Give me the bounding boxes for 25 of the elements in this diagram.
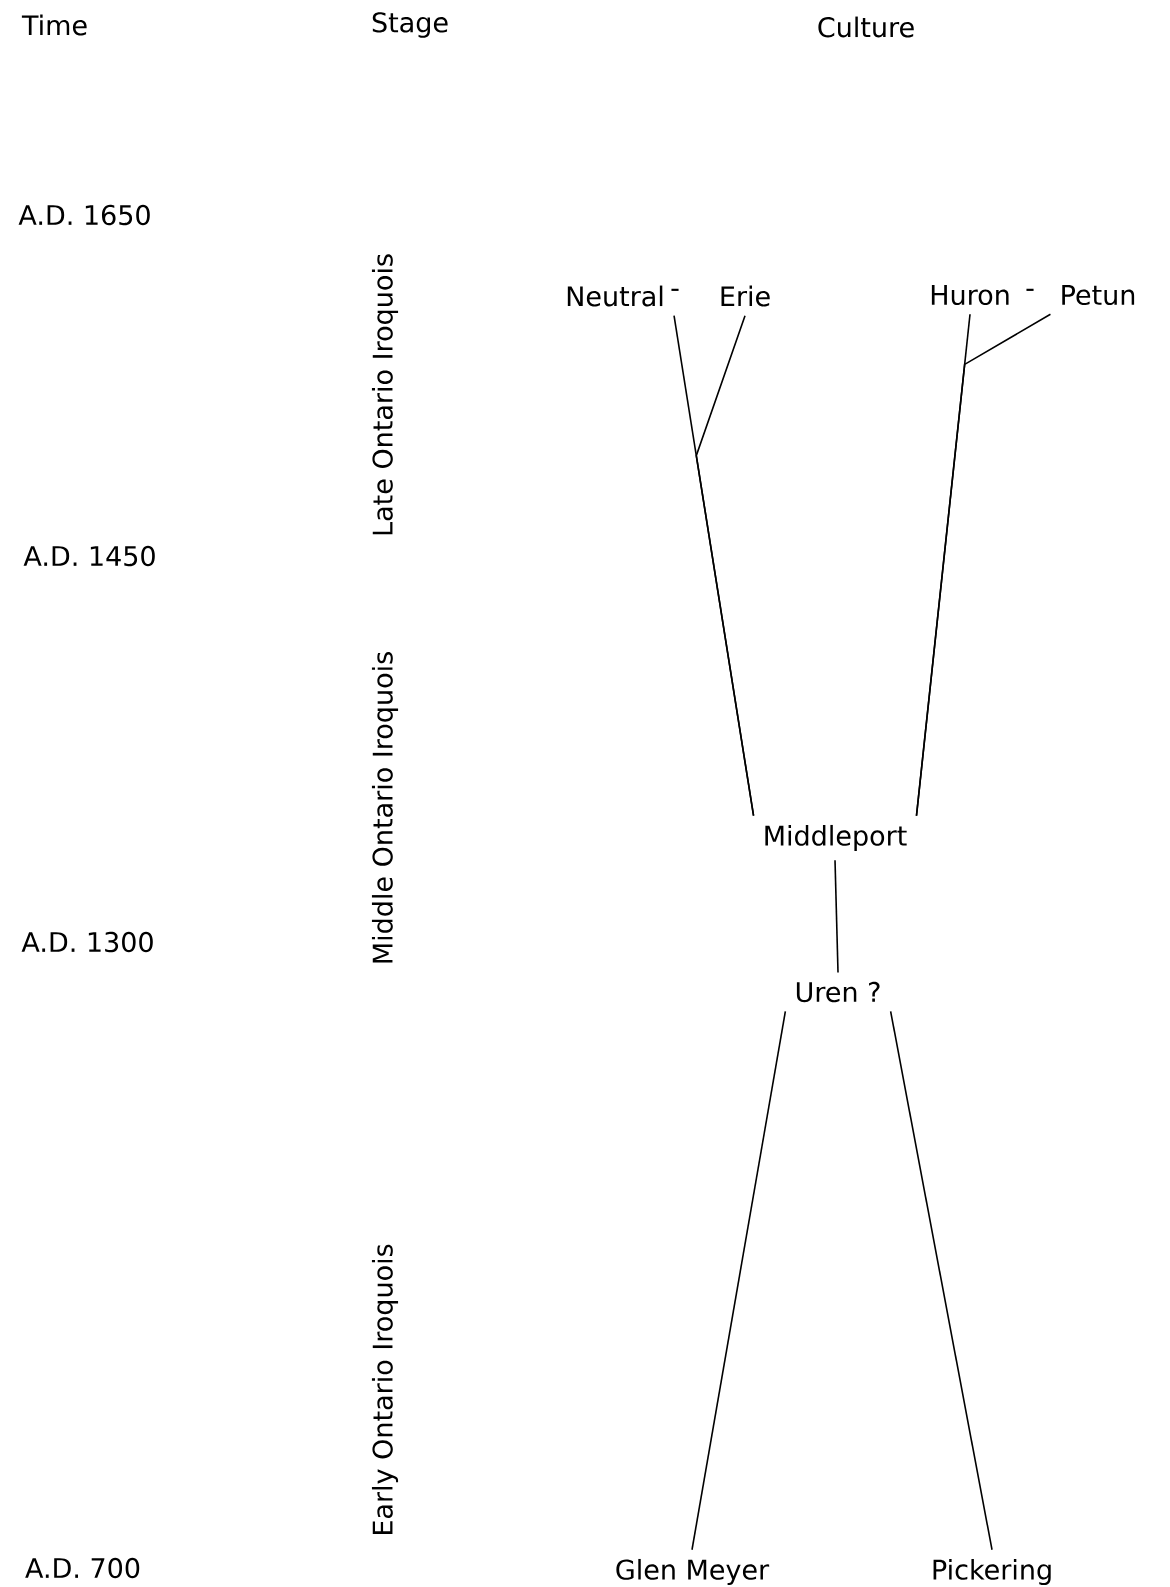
line <box>889 1010 993 1551</box>
culture-label: Huron <box>931 284 1009 306</box>
dash: - <box>671 288 679 291</box>
column-heading: Time <box>21 14 87 36</box>
culture-label: Glen Meyer <box>616 1558 770 1586</box>
date-label: A.D. 1300 <box>21 931 153 953</box>
culture-label: Pickering <box>933 1558 1051 1586</box>
line <box>695 314 755 817</box>
line <box>834 859 839 974</box>
line <box>691 1010 787 1551</box>
date-label: A.D. 1650 <box>18 204 150 226</box>
culture-label: Uren ? <box>796 981 880 1003</box>
stage-label: Early Ontario Iroquois <box>371 1244 399 1534</box>
culture-label: Neutral <box>567 285 663 307</box>
dash: - <box>1026 288 1034 291</box>
line <box>915 313 1052 817</box>
culture-label: Erie <box>721 285 770 307</box>
column-heading: Stage <box>372 12 448 38</box>
date-label: A.D. 700 <box>25 1557 140 1579</box>
culture-label: Petun <box>1062 284 1135 306</box>
date-label: A.D. 1450 <box>23 545 155 567</box>
culture-label: Middleport <box>765 824 907 852</box>
column-heading: Culture <box>818 16 914 38</box>
stage-label: Late Ontario Iroquois <box>371 254 399 535</box>
stage-label: Middle Ontario Iroquois <box>371 652 399 963</box>
